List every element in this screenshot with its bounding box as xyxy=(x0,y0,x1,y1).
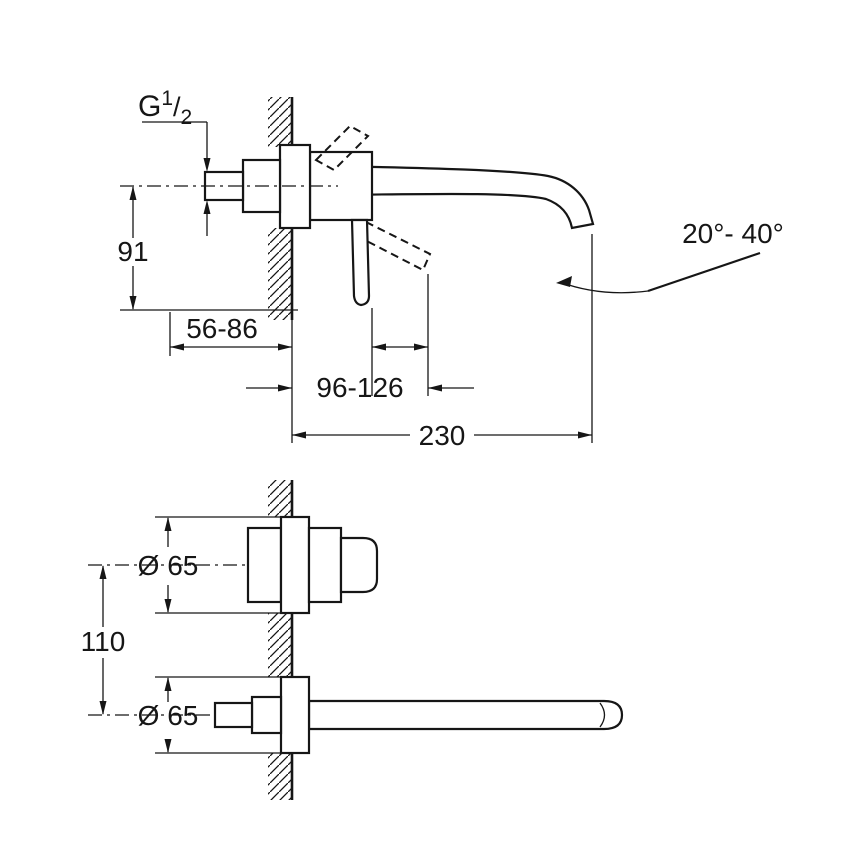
dimension-center-distance: 110 xyxy=(81,565,126,715)
thread-size-label: G1/2 xyxy=(138,87,192,129)
side-view: G1/2 91 56-86 xyxy=(117,87,783,451)
arrowhead xyxy=(278,343,292,351)
wall-hatch xyxy=(268,613,292,677)
arrowhead xyxy=(99,701,107,715)
dim-center-distance: 110 xyxy=(81,626,126,657)
supply-pipe xyxy=(213,701,254,729)
spout-tube xyxy=(307,699,624,731)
dim-handle-range: 96-126 xyxy=(316,372,403,403)
wall-hatch xyxy=(268,97,292,147)
arrowhead xyxy=(414,343,428,351)
dimension-spout-reach: 230 xyxy=(292,234,593,451)
arrowhead xyxy=(203,158,211,172)
lever-handle xyxy=(350,218,371,307)
dimension-thread: G1/2 xyxy=(138,87,211,236)
arrowhead xyxy=(428,384,442,392)
dim-dia-spout: Ø 65 xyxy=(138,700,199,731)
dimension-handle-range: 96-126 xyxy=(246,274,474,403)
handle-flange xyxy=(279,515,311,615)
dimension-depth-range: 56-86 xyxy=(169,312,292,356)
arrowhead xyxy=(129,186,137,200)
plan-view: Ø 65 110 Ø 65 xyxy=(81,480,624,800)
spout-end-cap-line xyxy=(599,702,606,728)
dim-dia-handle: Ø 65 xyxy=(138,550,199,581)
lever-handle-angled-dashed xyxy=(357,220,432,272)
arrowhead xyxy=(164,677,172,691)
angle-leader-line xyxy=(647,251,761,293)
arrowhead xyxy=(578,431,592,439)
spout xyxy=(328,164,595,230)
dimension-dia-spout: Ø 65 xyxy=(138,676,283,754)
lever-handle-raised-dashed xyxy=(314,124,370,172)
arrowhead xyxy=(203,200,211,214)
wall-hatch xyxy=(268,753,292,800)
dimension-height-91: 91 xyxy=(117,186,298,311)
concealed-valve-box xyxy=(246,526,283,604)
arrowhead xyxy=(99,565,107,579)
arrowhead xyxy=(292,431,306,439)
arrowhead xyxy=(129,296,137,310)
dimension-dia-handle: Ø 65 xyxy=(138,516,283,614)
dim-height-91: 91 xyxy=(117,236,148,267)
supply-nut xyxy=(250,695,283,735)
dim-depth-range: 56-86 xyxy=(186,313,258,344)
arrowhead xyxy=(164,517,172,531)
wall-hatch xyxy=(268,480,292,517)
arrowhead xyxy=(556,276,572,287)
arrowhead xyxy=(372,343,386,351)
arrowhead xyxy=(170,343,184,351)
dimension-angle-range: 20°- 40° xyxy=(556,218,784,294)
arrowhead xyxy=(164,739,172,753)
swivel-arc xyxy=(559,281,649,294)
arrowhead xyxy=(278,384,292,392)
arrowhead xyxy=(164,599,172,613)
handle-base xyxy=(307,526,343,604)
dim-spout-reach: 230 xyxy=(419,420,466,451)
spout-flange xyxy=(279,675,311,755)
wall-hatch xyxy=(268,228,292,320)
dim-angle-range: 20°- 40° xyxy=(682,218,784,249)
handle-knob xyxy=(339,536,379,594)
